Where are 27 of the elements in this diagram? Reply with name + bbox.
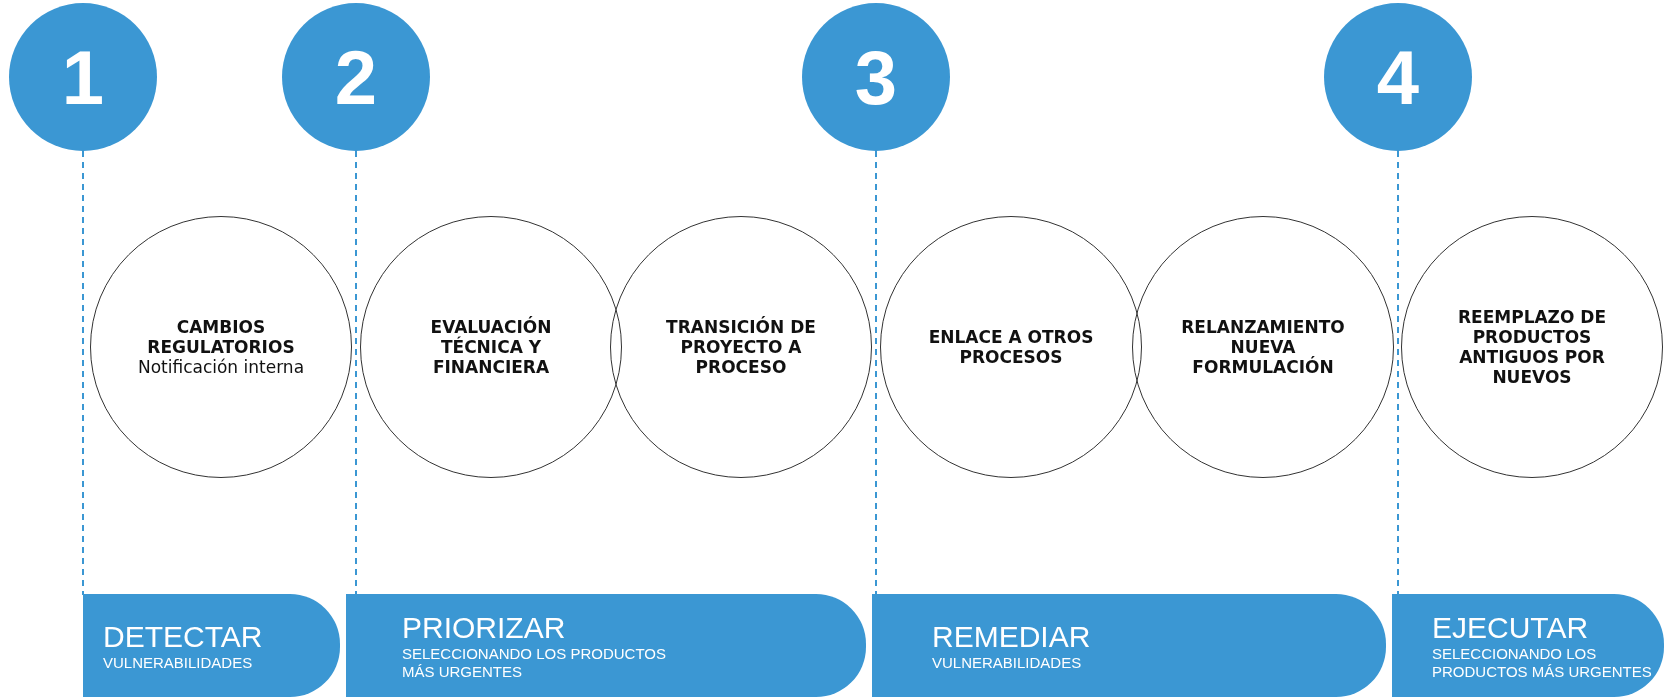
phase-subtitle: VULNERABILIDADES [103, 653, 254, 672]
phase-title: PRIORIZAR [402, 610, 567, 645]
stage-title: CAMBIOS REGULATORIOS [146, 317, 296, 357]
stage-title: ENLACE A OTROS PROCESOS [927, 327, 1095, 367]
dashed-connector [875, 150, 877, 596]
phase-subtitle: VULNERABILIDADES [932, 653, 1083, 672]
step-number: 3 [854, 33, 898, 121]
stage-title: REEMPLAZO DE PRODUCTOS ANTIGUOS POR NUEVOS [1456, 307, 1608, 387]
step-number: 1 [61, 33, 105, 121]
stage-title: TRANSICIÓN DE PROYECTO A PROCESO [665, 317, 817, 377]
stage-note: Notificación interna [137, 357, 305, 377]
phase-banner [83, 594, 340, 697]
phase-title: REMEDIAR [932, 619, 1092, 654]
dashed-connector [82, 150, 84, 596]
phase-subtitle: SELECCIONANDO LOS PRODUCTOS MÁS URGENTES [402, 644, 667, 681]
step-number: 2 [334, 33, 378, 121]
dashed-connector [355, 150, 357, 596]
phase-title: DETECTAR [103, 619, 264, 654]
phase-subtitle: SELECCIONANDO LOS PRODUCTOS MÁS URGENTES [1432, 644, 1653, 681]
phase-banner [346, 594, 866, 697]
stage-title: EVALUACIÓN TÉCNICA Y FINANCIERA [429, 317, 553, 377]
step-number: 4 [1376, 33, 1420, 121]
dashed-connector [1397, 150, 1399, 596]
phase-title: EJECUTAR [1432, 610, 1590, 645]
phase-banner [872, 594, 1386, 697]
stage-title: RELANZAMIENTO NUEVA FORMULACIÓN [1180, 317, 1346, 377]
phase-banner [1392, 594, 1664, 697]
